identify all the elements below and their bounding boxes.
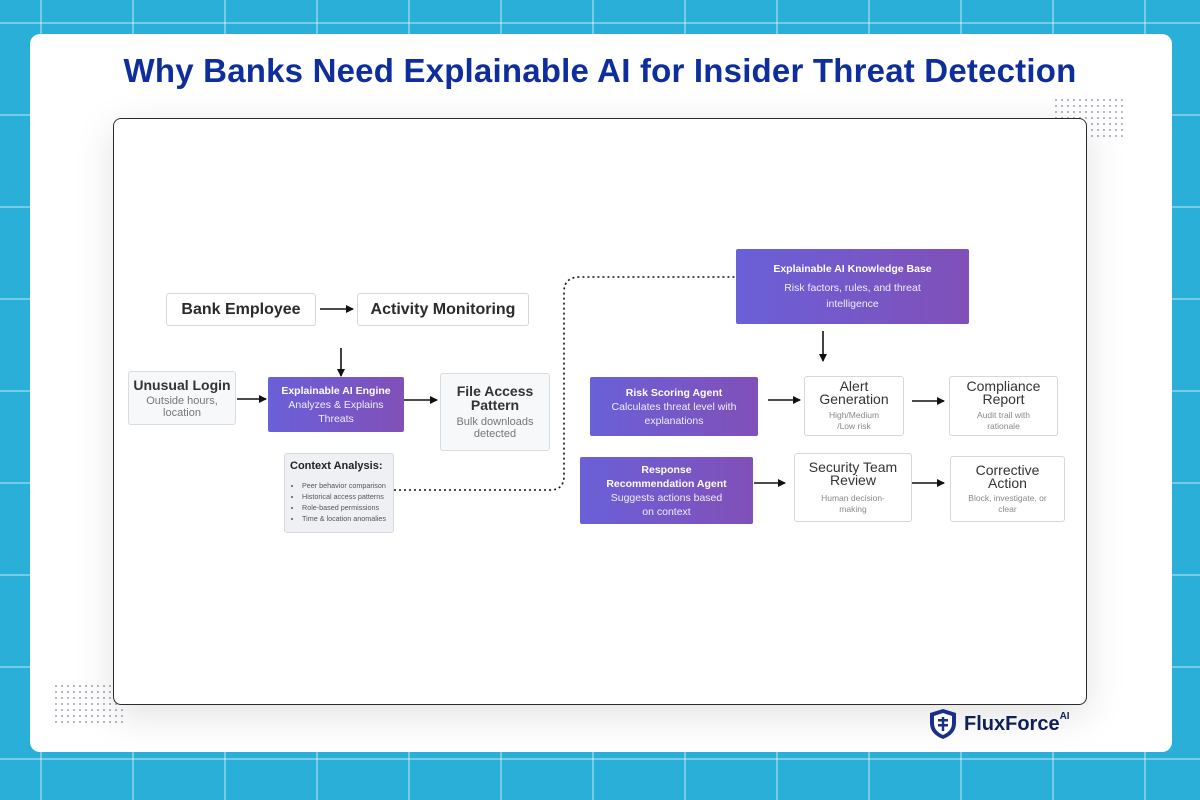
node-subtitle: Block, investigate, or clear (968, 492, 1047, 514)
node-response-recommendation-agent: Response Recommendation Agent Suggests a… (580, 457, 753, 524)
list-item: Time & location anomalies (302, 513, 388, 524)
list-item: Role-based permissions (302, 502, 388, 513)
node-file-access-pattern: File Access Pattern Bulk downloads detec… (440, 373, 550, 451)
list-item: Historical access patterns (302, 491, 388, 502)
node-risk-scoring-agent: Risk Scoring Agent Calculates threat lev… (590, 377, 758, 436)
node-explainable-ai-engine: Explainable AI Engine Analyzes & Explain… (268, 377, 404, 432)
node-subtitle: Outside hours, location (146, 394, 218, 419)
node-title: Compliance Report (966, 378, 1041, 407)
node-subtitle: Calculates threat level with explanation… (611, 400, 737, 427)
node-title: Corrective Action (975, 461, 1040, 491)
context-title: Context Analysis: (290, 460, 383, 472)
list-item: Peer behavior comparison (302, 480, 388, 491)
node-subtitle: Audit trail with rationale (977, 410, 1030, 431)
node-title: Explainable AI Knowledge Base (773, 262, 932, 275)
node-alert-generation: Alert Generation High/Medium /Low risk (804, 376, 904, 436)
node-security-team-review: Security Team Review Human decision-maki… (794, 453, 912, 522)
logo-name: FluxForce (964, 712, 1060, 735)
node-unusual-login: Unusual Login Outside hours, location (128, 371, 236, 425)
page-title: Why Banks Need Explainable AI for Inside… (123, 52, 1077, 89)
node-title: Risk Scoring Agent (625, 386, 723, 399)
node-title: Bank Employee (181, 300, 301, 318)
node-title: File Access Pattern (456, 383, 534, 413)
node-title: Alert Generation (819, 378, 889, 407)
node-knowledge-base: Explainable AI Knowledge Base Risk facto… (736, 249, 969, 324)
node-title: Explainable AI Engine (281, 384, 391, 397)
node-subtitle: Suggests actions based on context (610, 491, 723, 518)
node-title: Response Recommendation Agent (606, 463, 727, 490)
node-title: Unusual Login (133, 376, 231, 393)
node-subtitle: Bulk downloads detected (456, 416, 534, 440)
context-analysis-panel: Context Analysis: Peer behavior comparis… (284, 453, 394, 533)
node-activity-monitoring: Activity Monitoring (357, 293, 529, 326)
node-subtitle: Analyzes & Explains Threats (288, 398, 384, 425)
node-subtitle: Risk factors, rules, and threat intellig… (784, 281, 921, 310)
dot-grid-decoration (54, 684, 124, 724)
logo-suffix: AI (1059, 710, 1070, 722)
context-list: Peer behavior comparison Historical acce… (290, 480, 388, 524)
node-title: Activity Monitoring (370, 300, 516, 318)
node-compliance-report: Compliance Report Audit trail with ratio… (949, 376, 1058, 436)
node-subtitle: High/Medium /Low risk (828, 410, 880, 431)
brand-logo: FluxForce AI (928, 708, 1070, 740)
node-bank-employee: Bank Employee (166, 293, 316, 326)
shield-logo-icon (930, 709, 956, 739)
node-subtitle: Human decision-making (821, 492, 885, 514)
node-corrective-action: Corrective Action Block, investigate, or… (950, 456, 1065, 522)
node-title: Security Team Review (808, 458, 898, 488)
